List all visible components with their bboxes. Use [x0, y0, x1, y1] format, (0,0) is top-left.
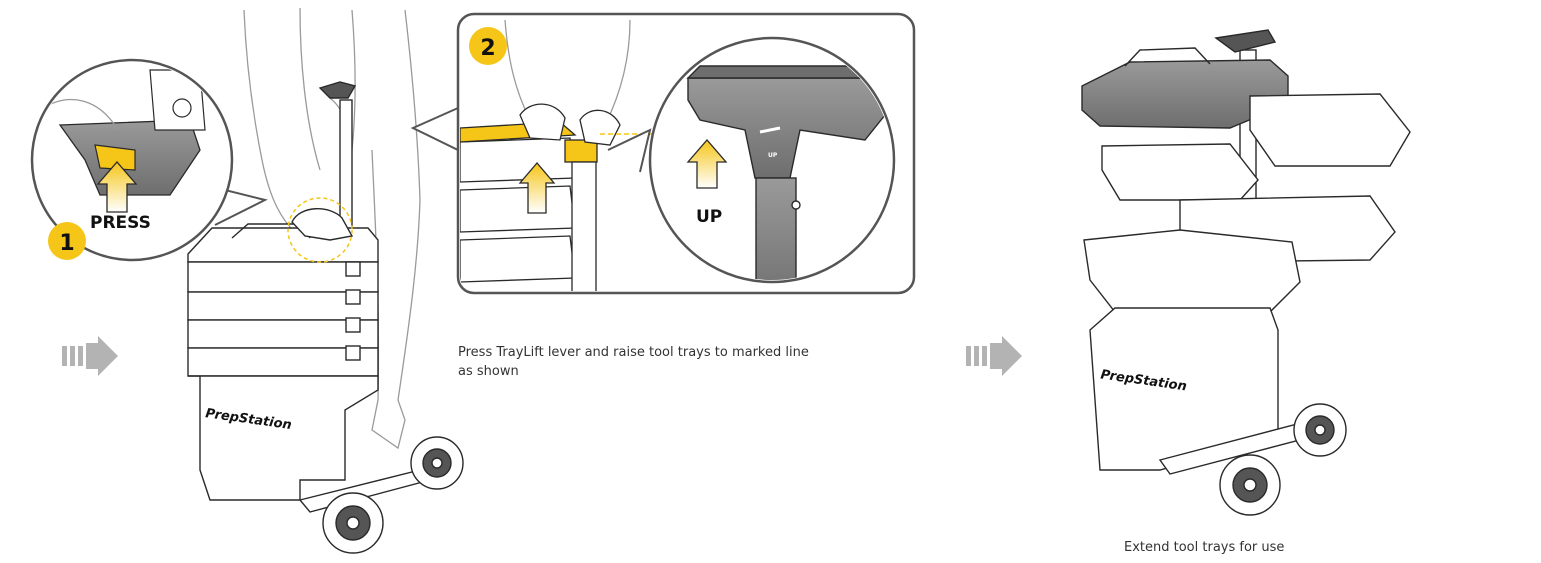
up-arrow-icon: [518, 161, 556, 214]
step1-number: 1: [59, 231, 74, 256]
up-arrow-icon: [686, 139, 728, 189]
cart-extended: [1081, 29, 1411, 516]
up-arrow-icon: [96, 161, 138, 213]
cart-closed: [187, 81, 464, 554]
step1-callout: [30, 58, 268, 262]
caption-press-lever: Press TrayLift lever and raise tool tray…: [458, 345, 809, 379]
pole-marking: UP: [768, 152, 778, 159]
step1-number-badge: [48, 222, 86, 260]
step1-label: PRESS: [90, 213, 151, 233]
step2-panel: UP: [410, 12, 916, 295]
double-chevron-arrow-right-icon: [62, 336, 118, 376]
lever-highlight-circle: [287, 197, 353, 263]
step2-label: UP: [696, 207, 722, 227]
step2-number-badge: [469, 27, 507, 65]
step2-number: 2: [480, 36, 495, 61]
double-chevron-arrow-right-icon: [966, 336, 1022, 376]
caption-extend-trays: Extend tool trays for use: [1124, 540, 1285, 555]
